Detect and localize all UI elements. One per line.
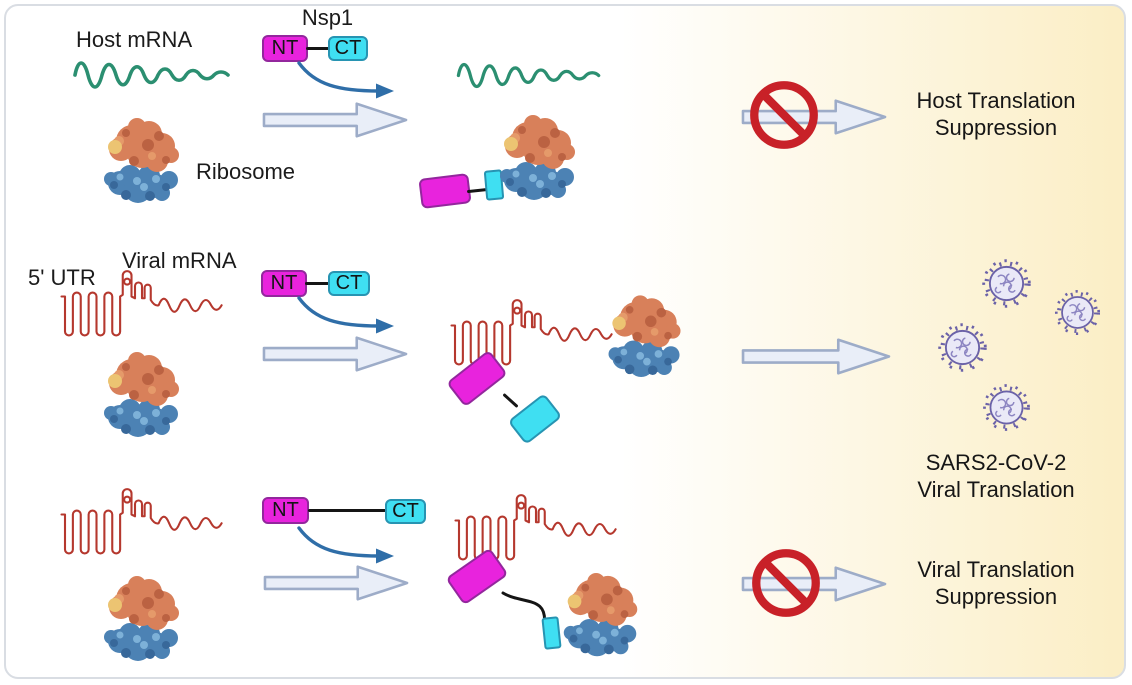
viral-mrna-label: Viral mRNA xyxy=(122,248,237,273)
nt-domain-label: NT xyxy=(271,37,299,59)
virus-particle-icon xyxy=(934,319,991,376)
nsp1-nt-domain: NT xyxy=(261,270,307,297)
nsp1-nt-domain: NT xyxy=(262,497,309,524)
nt-domain-label: NT xyxy=(272,499,299,521)
nt-domain-label: NT xyxy=(270,272,298,294)
ribosome-illustration xyxy=(104,352,179,437)
nsp1-long-linker xyxy=(308,509,386,512)
process-arrow xyxy=(262,336,408,372)
nsp1-ct-domain: CT xyxy=(385,499,426,524)
viral-mrna-structure xyxy=(60,488,223,555)
ribosome-illustration xyxy=(500,115,575,200)
viral-translation-line1: SARS2-CoV-2 xyxy=(925,450,1067,475)
virus-particle-icon xyxy=(979,380,1034,435)
host-suppression-line2: Suppression xyxy=(934,115,1058,140)
viral-mrna-structure xyxy=(60,270,223,337)
host-mrna-label: Host mRNA xyxy=(76,27,193,52)
ribosome-illustration xyxy=(104,118,179,203)
nsp1-label: Nsp1 xyxy=(301,5,354,30)
nsp1-ct-domain: CT xyxy=(328,271,370,296)
viral-translation-line2: Viral Translation xyxy=(917,477,1075,502)
viral-suppression-text: Viral Translation Suppression xyxy=(878,556,1114,610)
nsp1-ct-domain: CT xyxy=(328,36,368,61)
nsp1-linker xyxy=(305,282,329,285)
nsp1-nt-domain xyxy=(418,173,472,209)
viral-suppression-line1: Viral Translation xyxy=(917,557,1075,582)
process-arrow xyxy=(741,338,891,375)
ct-domain-label: CT xyxy=(392,500,419,522)
process-arrow xyxy=(262,102,408,138)
host-suppression-line1: Host Translation xyxy=(916,88,1076,113)
nsp1-linker xyxy=(306,47,329,50)
virus-particle-icon xyxy=(1054,289,1101,336)
nsp1-binding-curve-arrow xyxy=(297,526,396,566)
ribosome-illustration xyxy=(563,572,638,657)
ribosome-label: Ribosome xyxy=(196,159,296,184)
process-arrow xyxy=(263,565,409,601)
ct-domain-label: CT xyxy=(335,272,363,294)
virus-particle-icon xyxy=(978,255,1035,312)
host-suppression-text: Host Translation Suppression xyxy=(878,87,1114,141)
host-mrna-wave xyxy=(456,62,601,89)
ribosome-illustration xyxy=(104,576,179,661)
ct-domain-label: CT xyxy=(334,37,362,59)
viral-suppression-line2: Suppression xyxy=(934,584,1058,609)
nsp1-release-curve-arrow xyxy=(297,296,396,336)
ribosome-illustration xyxy=(608,295,681,377)
five-utr-label: 5' UTR xyxy=(28,265,96,290)
prohibition-icon xyxy=(747,544,825,622)
viral-translation-text: SARS2-CoV-2 Viral Translation xyxy=(878,449,1114,503)
prohibition-icon xyxy=(745,76,823,154)
nsp1-binding-curve-arrow xyxy=(297,61,396,101)
nsp1-nt-domain: NT xyxy=(262,35,308,62)
host-mrna-wave xyxy=(73,61,230,89)
